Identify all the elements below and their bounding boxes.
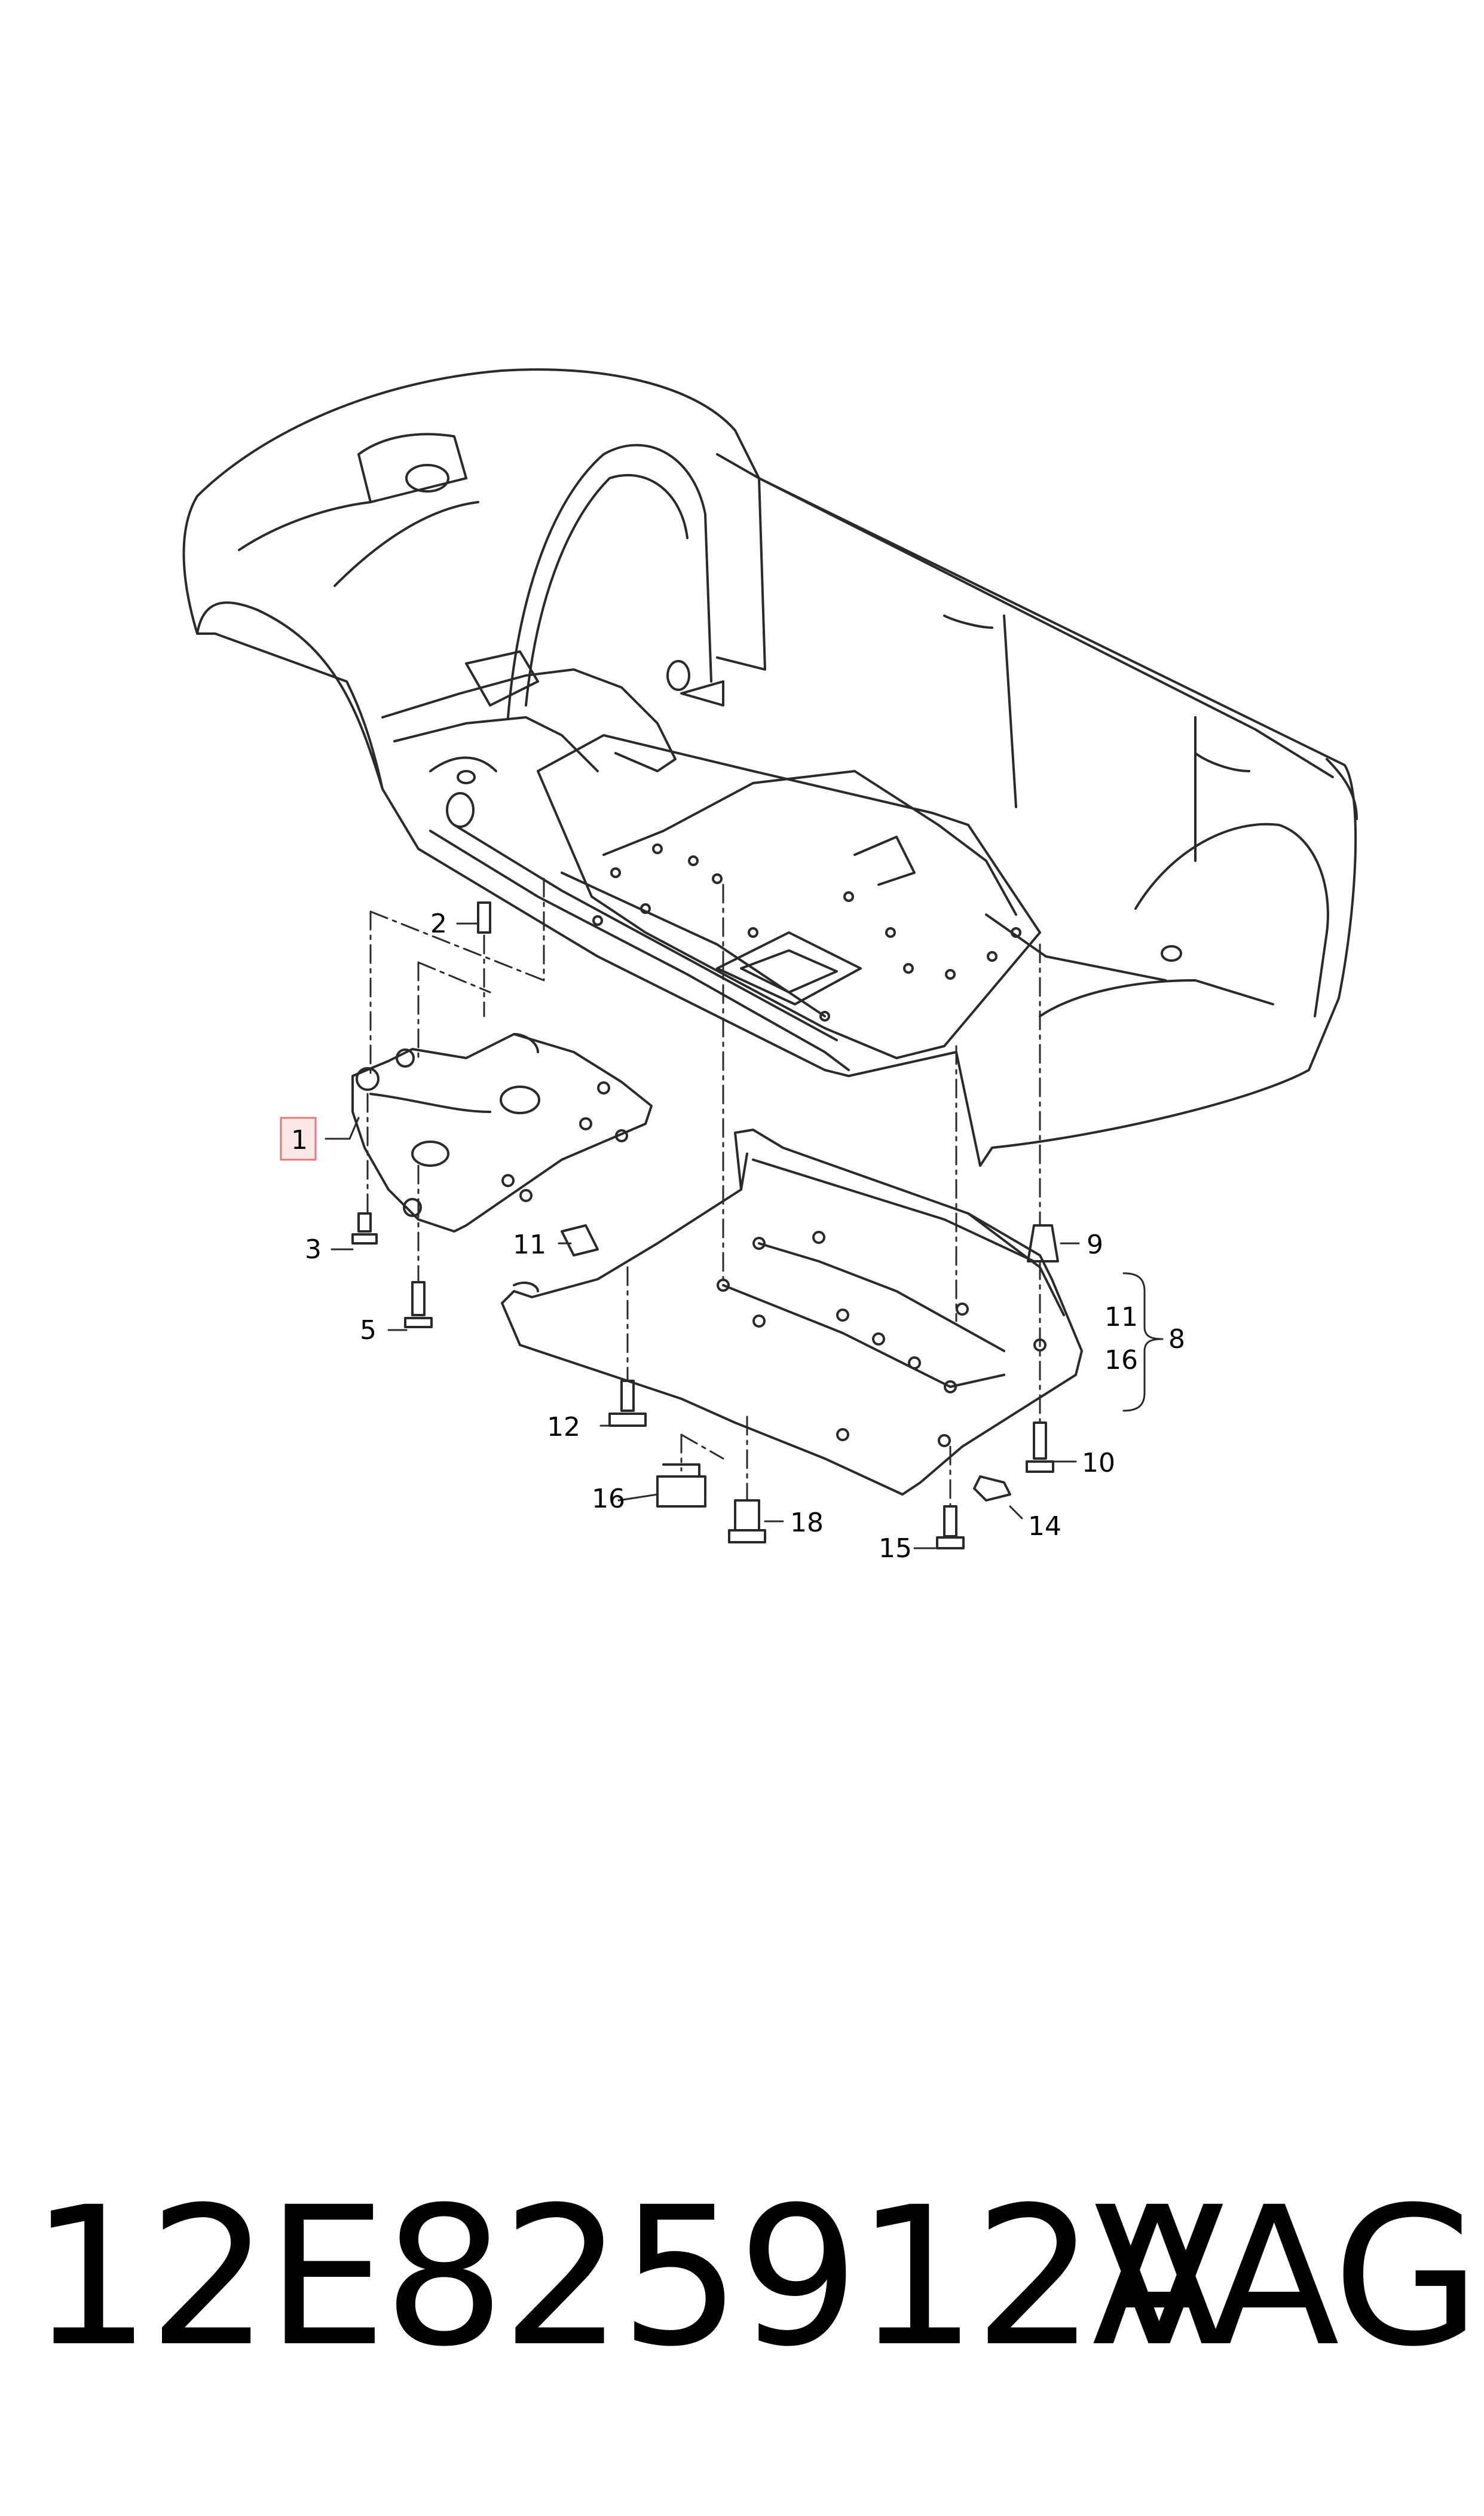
- part-9-nut: [1027, 1224, 1059, 1262]
- callout-15: 15: [879, 1533, 912, 1564]
- callout-3: 3: [305, 1234, 322, 1265]
- underbody-subframe: [381, 650, 1182, 962]
- callout-8: 8: [1168, 1324, 1185, 1355]
- brand-name: VAG: [1094, 2166, 1481, 2389]
- callout-16-upper: 16: [1104, 1345, 1138, 1375]
- callout-5: 5: [360, 1315, 377, 1346]
- car-body-underside: [182, 368, 1358, 1167]
- part-18-grommet: [728, 1499, 766, 1543]
- part-14-clip: [973, 1475, 1011, 1502]
- part-1-front-underbody-guard: [351, 1033, 653, 1233]
- callout-2: 2: [430, 909, 447, 939]
- part-5-screw: [404, 1281, 433, 1328]
- leader-lines: [325, 922, 1080, 1549]
- callout-9: 9: [1087, 1230, 1103, 1260]
- callout-12: 12: [547, 1412, 580, 1442]
- callout-10: 10: [1082, 1448, 1115, 1478]
- part-16-clip: [656, 1463, 706, 1508]
- part-11-clip: [561, 1224, 599, 1257]
- part-12-bolt: [608, 1380, 647, 1427]
- callout-16-lower: 16: [592, 1484, 625, 1514]
- callout-1: 1: [291, 1125, 308, 1155]
- part-number: 12E825912A: [30, 2166, 1223, 2389]
- part-15-screw: [936, 1505, 965, 1549]
- callout-bracket: [1122, 1272, 1164, 1412]
- part-10-bolt: [1026, 1421, 1054, 1473]
- assembly-lines: [366, 878, 1041, 1508]
- part-8-main-underbody-guard: [501, 1129, 1083, 1496]
- callout-11-upper: 11: [1104, 1302, 1138, 1332]
- callout-18: 18: [790, 1508, 824, 1538]
- callout-1-highlight: [280, 1117, 317, 1161]
- callout-14: 14: [1028, 1511, 1061, 1542]
- underbody-floor-panel: [429, 734, 1041, 1071]
- fasteners: [351, 901, 1059, 1549]
- part-2-bolt: [477, 901, 491, 934]
- callout-11-lower: 11: [513, 1230, 546, 1260]
- part-3-bolt: [351, 1212, 378, 1245]
